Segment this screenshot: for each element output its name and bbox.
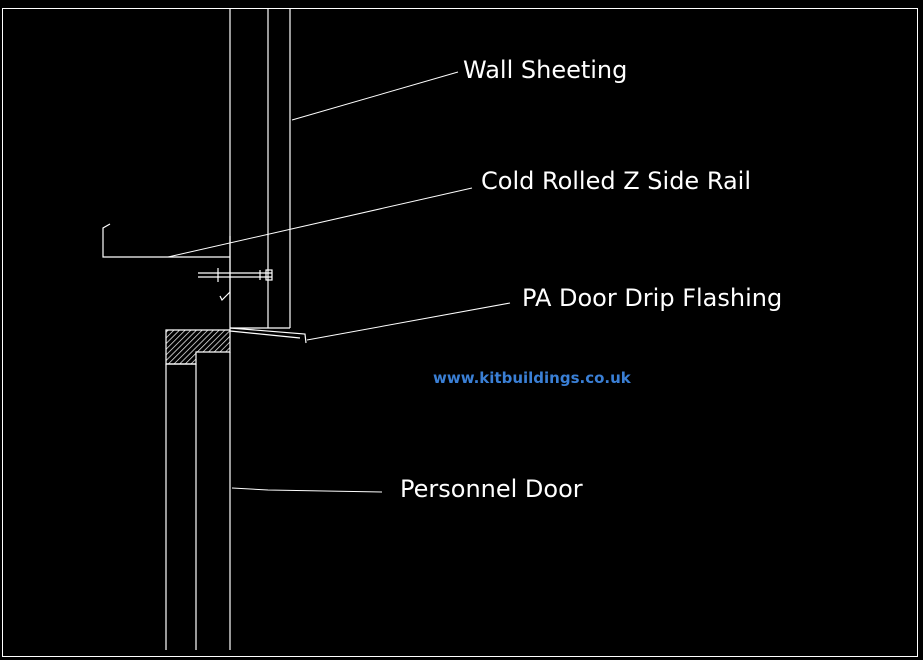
label-wall-sheeting: Wall Sheeting	[463, 56, 627, 84]
leader-wall-sheeting	[291, 71, 459, 121]
personnel-door-shape	[165, 352, 231, 650]
drawing-border	[2, 8, 918, 657]
watermark-link[interactable]: www.kitbuildings.co.uk	[433, 369, 632, 387]
door-frame-head	[165, 329, 231, 365]
label-drip-flashing: PA Door Drip Flashing	[522, 284, 782, 312]
fixing-bolt-shape	[198, 268, 273, 282]
z-side-rail-shape	[102, 223, 231, 302]
wall-sheeting-shape	[229, 9, 291, 330]
drip-flashing-shape	[229, 327, 307, 344]
label-z-side-rail: Cold Rolled Z Side Rail	[481, 167, 751, 195]
leader-lines	[167, 71, 511, 493]
leader-z-side-rail	[167, 187, 473, 258]
label-personnel-door: Personnel Door	[400, 475, 583, 503]
leader-personnel-door	[231, 487, 383, 493]
leader-drip-flashing	[306, 302, 511, 341]
